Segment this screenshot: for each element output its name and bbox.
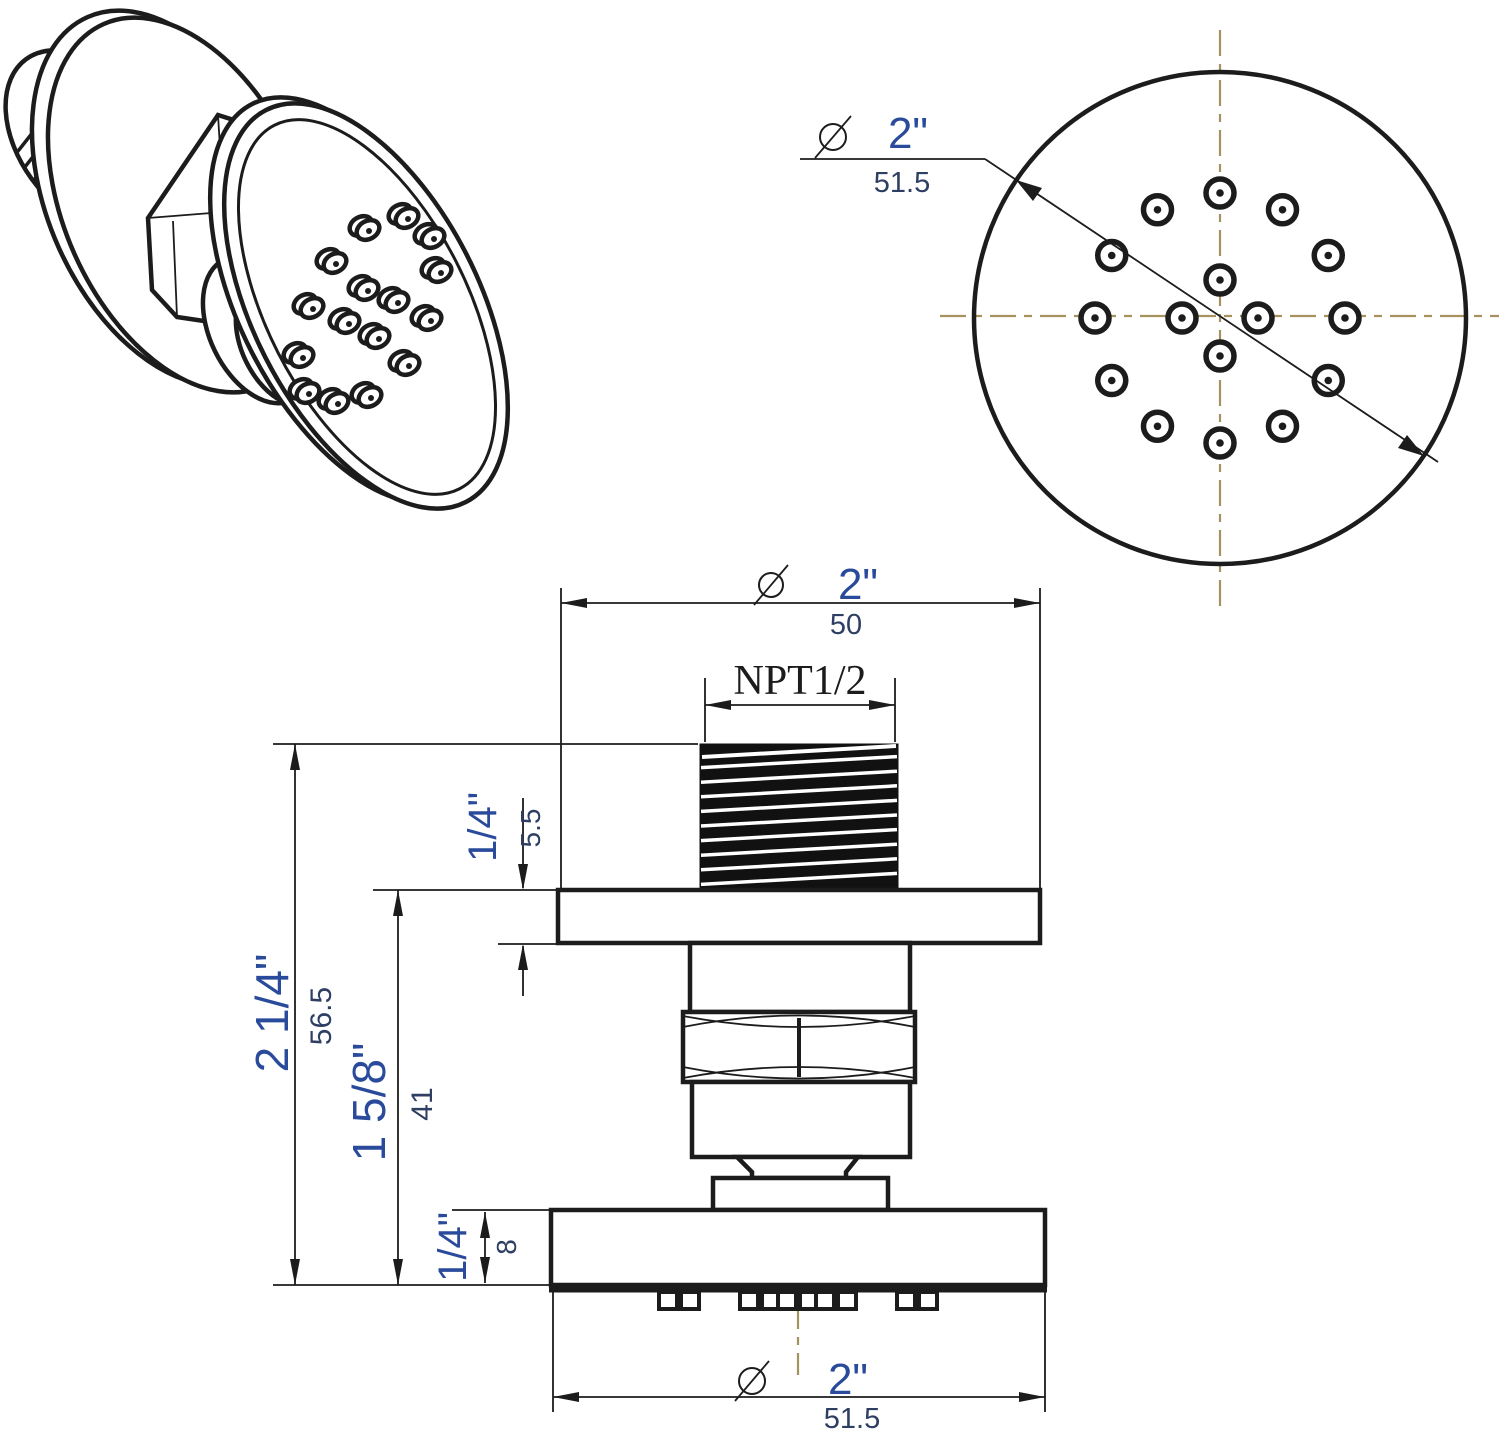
dim-thread: NPT1/2	[704, 658, 896, 742]
nozzle	[1140, 409, 1175, 444]
diameter-symbol	[734, 1360, 770, 1402]
nozzle	[1241, 301, 1275, 335]
diameter-symbol	[753, 564, 789, 606]
bottom-diameter-mm: 51.5	[824, 1403, 880, 1430]
nozzle	[1265, 409, 1300, 444]
nozzle-bump	[738, 1290, 760, 1311]
side-lower-body	[689, 1079, 913, 1160]
dim-top-diameter: 2" 50	[560, 560, 1041, 890]
nozzle	[1078, 301, 1112, 335]
side-upper-body	[687, 940, 913, 1015]
nozzle	[1165, 301, 1199, 335]
nozzle-bump	[679, 1290, 701, 1311]
nozzle	[1203, 426, 1237, 460]
nozzle	[1203, 263, 1237, 297]
face-thickness-inch: 1/4"	[431, 1212, 475, 1282]
dim-overall-height: 2 1/4" 56.5	[246, 743, 698, 1286]
face-nozzles	[1078, 176, 1362, 460]
nozzle-bump	[814, 1290, 836, 1311]
nozzle	[387, 348, 422, 378]
nozzle	[1203, 176, 1237, 210]
side-view: 2" 50 NPT1/2 1/4" 5.5 2 1	[246, 560, 1048, 1430]
dim-bottom-diameter: 2" 51.5	[552, 1288, 1046, 1430]
dim-body-height: 1 5/8" 41	[343, 890, 439, 1285]
nozzle	[1140, 192, 1175, 227]
nozzle	[386, 201, 421, 231]
nozzle-bump	[895, 1290, 917, 1311]
face-outline-circle	[971, 69, 1469, 567]
top-diameter-inch: 2"	[838, 560, 878, 609]
nozzle	[349, 380, 384, 410]
dim-face-thickness: 1/4" 8	[431, 1209, 551, 1283]
nozzle-bump	[776, 1290, 798, 1311]
nozzle-bump	[917, 1290, 939, 1311]
nozzle	[1328, 301, 1362, 335]
nozzle	[281, 340, 316, 370]
nozzle	[419, 255, 454, 285]
flange-thickness-inch: 1/4"	[461, 792, 505, 862]
side-nozzle-bumps	[657, 1290, 939, 1311]
nozzle	[316, 386, 351, 416]
overall-height-inch: 2 1/4"	[246, 954, 298, 1073]
face-view: 2" 51.5	[800, 30, 1499, 608]
nozzle	[287, 376, 322, 406]
nozzle	[347, 213, 382, 243]
nozzle	[409, 303, 444, 333]
nozzle-bump	[836, 1290, 858, 1311]
nozzle	[327, 306, 362, 336]
nozzle	[1203, 339, 1237, 373]
iso-nozzles	[281, 201, 454, 416]
overall-height-mm: 56.5	[305, 987, 338, 1045]
dim-flange-thickness: 1/4" 5.5	[373, 792, 558, 996]
nozzle	[1311, 238, 1346, 273]
body-height-inch: 1 5/8"	[343, 1043, 395, 1162]
side-cap	[710, 1175, 891, 1213]
side-hex-nut	[680, 1009, 918, 1085]
nozzle	[1265, 192, 1300, 227]
diameter-symbol	[814, 115, 852, 159]
side-thread-block	[699, 743, 899, 891]
nozzle	[1094, 363, 1129, 398]
nozzle	[314, 246, 349, 276]
top-diameter-mm: 50	[830, 609, 862, 641]
face-diameter-mm: 51.5	[874, 167, 930, 199]
nozzle	[1311, 363, 1346, 398]
nozzle	[1094, 238, 1129, 273]
bottom-diameter-inch: 2"	[828, 1355, 868, 1404]
face-diameter-inch: 2"	[888, 109, 928, 158]
body-height-mm: 41	[406, 1087, 439, 1120]
nozzle	[346, 273, 381, 303]
flange-thickness-mm: 5.5	[515, 809, 546, 848]
isometric-view	[0, 8, 511, 511]
nozzle-bump	[657, 1290, 679, 1311]
side-face-disc	[548, 1207, 1048, 1288]
face-thickness-mm: 8	[491, 1239, 522, 1255]
nozzle	[291, 291, 326, 321]
iso-head-face	[221, 101, 511, 511]
nozzle	[376, 285, 411, 315]
nozzle	[412, 221, 447, 251]
face-diameter-dimension: 2" 51.5	[800, 109, 1439, 463]
side-flange-plate	[555, 887, 1043, 946]
iso-head-inner-rim	[236, 118, 498, 496]
thread-spec-label: NPT1/2	[733, 658, 866, 704]
side-neck	[731, 1154, 863, 1181]
nozzle	[357, 321, 392, 351]
